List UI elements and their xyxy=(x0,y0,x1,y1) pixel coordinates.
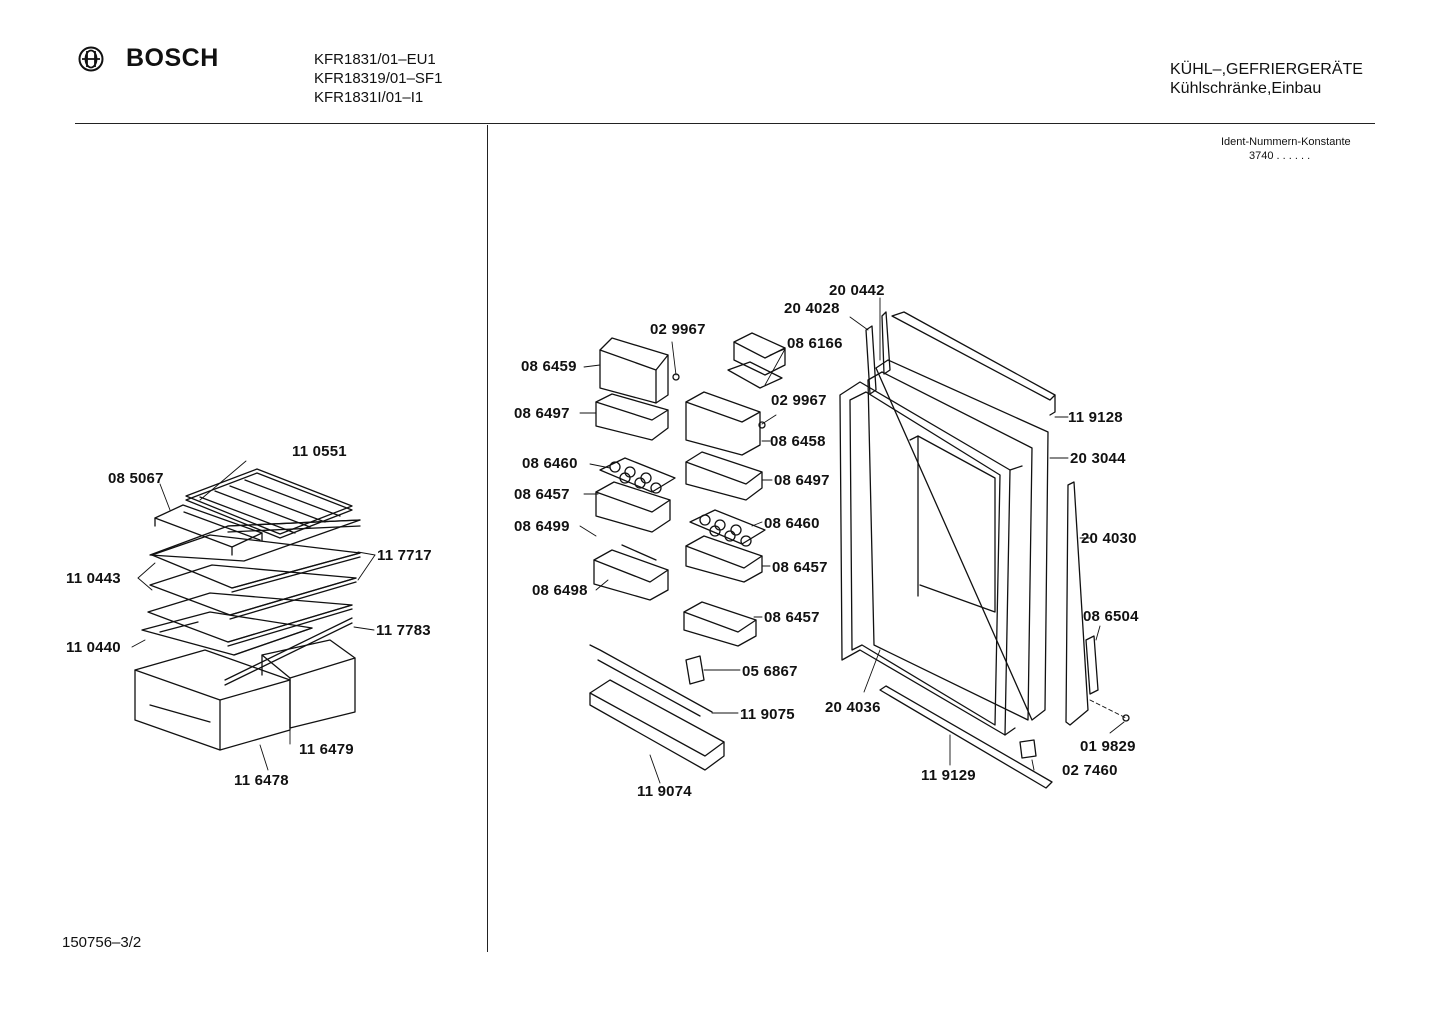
model-number: KFR1831I/01–I1 xyxy=(314,89,424,106)
part-label: 11 6478 xyxy=(234,772,289,789)
butter-box-right xyxy=(685,391,761,456)
column-divider xyxy=(487,125,488,952)
part-label: 08 6459 xyxy=(521,358,577,375)
ident-code: 3740 . . . . . . xyxy=(1249,150,1311,162)
part-label: 11 0443 xyxy=(66,570,121,587)
bin-right-1 xyxy=(685,451,763,501)
crisper-drawer-right xyxy=(261,639,356,729)
door-inner-liner xyxy=(867,359,1049,721)
part-label: 20 0442 xyxy=(829,282,885,299)
model-number: KFR18319/01–SF1 xyxy=(314,70,443,87)
small-tray xyxy=(154,504,263,556)
brand-name: BOSCH xyxy=(126,44,219,72)
part-label: 11 9074 xyxy=(637,783,692,800)
model-list: KFR1831/01–EU1 KFR18319/01–SF1 KFR1831I/… xyxy=(314,50,442,107)
part-label: 20 4028 xyxy=(784,300,840,317)
brand: BOSCH xyxy=(78,44,219,73)
part-label: 11 7783 xyxy=(376,622,431,639)
ident-label: Ident-Nummern-Konstante xyxy=(1221,136,1351,148)
bin-left-2 xyxy=(593,544,669,601)
part-label: 11 9075 xyxy=(740,706,795,723)
part-label: 01 9829 xyxy=(1080,738,1136,755)
part-label: 11 0551 xyxy=(292,443,347,460)
bin-right-3 xyxy=(683,601,757,647)
bottle-rack xyxy=(589,679,725,771)
part-label: 20 4036 xyxy=(825,699,881,716)
part-label: 20 4030 xyxy=(1081,530,1137,547)
part-label: 02 9967 xyxy=(771,392,827,409)
part-label: 08 6458 xyxy=(770,433,826,450)
wire-shelf-1 xyxy=(151,534,361,593)
part-label: 11 9128 xyxy=(1068,409,1123,426)
part-label: 11 9129 xyxy=(921,767,976,784)
part-label: 08 6504 xyxy=(1083,608,1139,625)
door-shelf-ridges xyxy=(909,435,996,613)
ident-block: Ident-Nummern-Konstante 3740 . . . . . . xyxy=(1221,135,1351,163)
part-label: 11 0440 xyxy=(66,639,121,656)
part-label: 11 6479 xyxy=(299,741,354,758)
door-panel-outer xyxy=(839,381,1023,736)
wire-shelf-3 xyxy=(147,592,353,647)
leader-lines xyxy=(131,297,1127,784)
egg-tray-left xyxy=(599,457,676,494)
category: KÜHL–,GEFRIERGERÄTE Kühlschränke,Einbau xyxy=(1170,60,1363,98)
clip-part xyxy=(685,655,705,685)
bosch-logo-icon xyxy=(78,46,104,71)
part-label: 08 5067 xyxy=(108,470,164,487)
part-label: 08 6166 xyxy=(787,335,843,352)
category-subtitle: Kühlschränke,Einbau xyxy=(1170,80,1322,97)
part-label: 08 6497 xyxy=(774,472,830,489)
part-label: 08 6460 xyxy=(764,515,820,532)
part-label: 05 6867 xyxy=(742,663,798,680)
part-label: 08 6457 xyxy=(772,559,828,576)
part-label: 02 7460 xyxy=(1062,762,1118,779)
part-label: 08 6460 xyxy=(522,455,578,472)
part-label: 20 3044 xyxy=(1070,450,1126,467)
bin-left-1 xyxy=(595,481,671,533)
door-frame-bars xyxy=(865,311,1099,789)
butter-box-lid xyxy=(599,337,669,404)
butter-box-lower xyxy=(595,393,669,441)
doc-number: 150756–3/2 xyxy=(62,934,142,951)
category-title: KÜHL–,GEFRIERGERÄTE xyxy=(1170,61,1363,78)
header-divider xyxy=(75,123,1375,124)
bottle-retainer xyxy=(589,644,713,717)
part-label: 08 6457 xyxy=(764,609,820,626)
egg-tray-right xyxy=(689,509,766,547)
wire-shelf-2 xyxy=(149,564,357,620)
butter-box-right-lid xyxy=(727,332,786,389)
part-label: 08 6498 xyxy=(532,582,588,599)
part-label: 08 6457 xyxy=(514,486,570,503)
part-label: 11 7717 xyxy=(377,547,432,564)
bin-right-2 xyxy=(685,535,763,583)
part-label: 02 9967 xyxy=(650,321,706,338)
part-label: 08 6497 xyxy=(514,405,570,422)
crisper-cover xyxy=(141,611,313,656)
part-label: 08 6499 xyxy=(514,518,570,535)
model-number: KFR1831/01–EU1 xyxy=(314,51,436,68)
